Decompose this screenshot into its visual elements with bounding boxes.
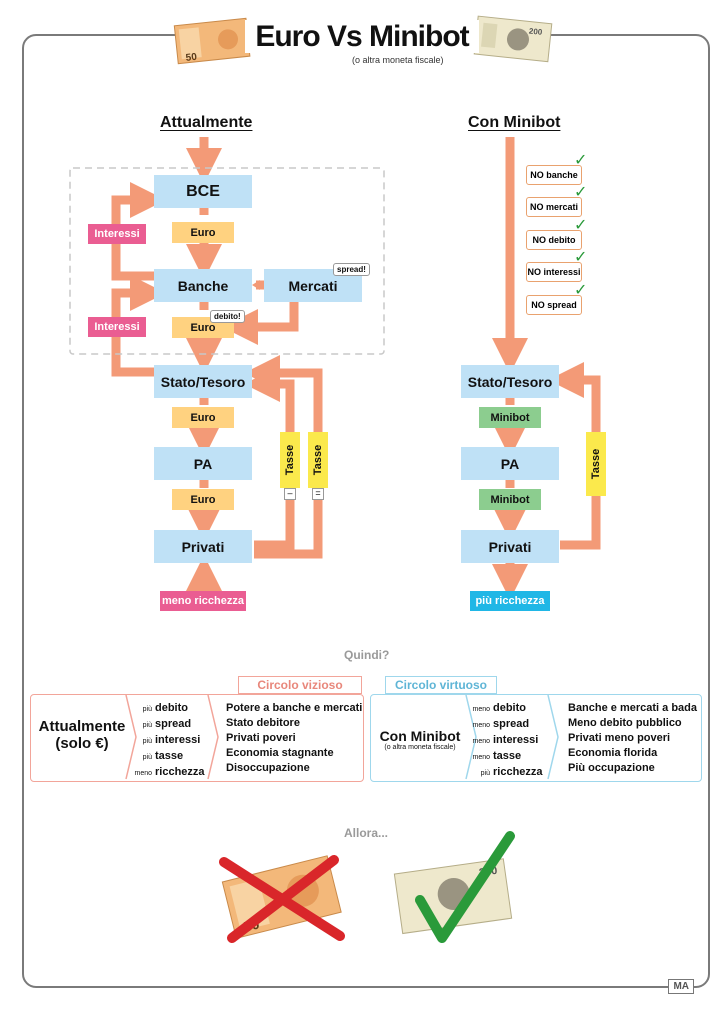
node-minibot-2: Minibot: [479, 489, 541, 510]
node-euro-1: Euro: [172, 222, 234, 243]
crossed-euro-icon: 50: [219, 855, 345, 943]
virtuous-circle-banner: Circolo virtuoso: [385, 676, 497, 694]
piu-ricchezza-badge: più ricchezza: [470, 591, 550, 611]
node-minibot-1: Minibot: [479, 407, 541, 428]
no-debito: NO debito: [526, 230, 582, 250]
tasse-bar-2: Tasse: [308, 432, 328, 488]
list-item: Potere a banche e mercati: [226, 702, 363, 714]
node-banche: Banche: [154, 269, 252, 302]
virtuous-circle-panel: [370, 694, 702, 782]
meno-ricchezza-badge: meno ricchezza: [160, 591, 246, 611]
no-banche: NO banche: [526, 165, 582, 185]
virtuous-results: Banche e mercati a bada Meno debito pubb…: [568, 701, 697, 776]
list-item: Economia florida: [568, 747, 658, 759]
vicious-circle-banner: Circolo vizioso: [238, 676, 362, 694]
interessi-badge-2: Interessi: [88, 317, 146, 337]
checkmark-icon: ✓: [574, 282, 588, 299]
node-bce: BCE: [154, 175, 252, 208]
vicious-circle-panel: [30, 694, 364, 782]
list-item: Privati meno poveri: [568, 732, 671, 744]
right-node-privati: Privati: [461, 530, 559, 563]
no-interessi: NO interessi: [526, 262, 582, 282]
checked-minibot-icon: 200: [393, 831, 515, 943]
allora-label: Allora...: [344, 826, 389, 840]
no-mercati: NO mercati: [526, 197, 582, 217]
virtuous-label: Con Minibot (o altra moneta fiscale): [379, 728, 461, 751]
interessi-badge-1: Interessi: [88, 224, 146, 244]
minibot-note-value: 200: [528, 27, 543, 37]
node-euro-4: Euro: [172, 489, 234, 510]
minus-sign: –: [284, 488, 296, 500]
debito-tag: debito!: [210, 310, 245, 323]
page-subtitle: (o altra moneta fiscale): [352, 55, 444, 65]
node-pa: PA: [154, 447, 252, 480]
list-item: Economia stagnante: [226, 747, 334, 759]
author-logo: MA: [668, 979, 694, 994]
list-item: Banche e mercati a bada: [568, 702, 698, 714]
right-tasse-bar: Tasse: [586, 432, 606, 496]
right-column-header: Con Minibot: [468, 114, 561, 131]
right-node-pa: PA: [461, 447, 559, 480]
right-node-stato-tesoro: Stato/Tesoro: [461, 365, 559, 398]
page-title: Euro Vs Minibot: [0, 20, 724, 54]
vicious-label: Attualmente (solo €): [38, 718, 126, 752]
list-item: Disoccupazione: [226, 762, 310, 774]
list-item: Privati poveri: [226, 732, 296, 744]
node-euro-3: Euro: [172, 407, 234, 428]
euro-note-value: 50: [185, 52, 198, 64]
list-item: Stato debitore: [226, 717, 300, 729]
node-stato-tesoro: Stato/Tesoro: [154, 365, 252, 398]
checkmark-icon: ✓: [574, 184, 588, 201]
equals-sign: =: [312, 488, 324, 500]
checkmark-icon: ✓: [574, 249, 588, 266]
list-item: Meno debito pubblico: [568, 717, 682, 729]
spread-tag: spread!: [333, 263, 370, 276]
node-privati: Privati: [154, 530, 252, 563]
no-spread: NO spread: [526, 295, 582, 315]
quindi-label: Quindi?: [344, 648, 390, 662]
left-column-header: Attualmente: [160, 114, 253, 131]
list-item: Più occupazione: [568, 762, 655, 774]
checkmark-icon: ✓: [574, 152, 588, 169]
euro-banknote-icon: 50: [173, 17, 251, 65]
checkmark-icon: ✓: [574, 217, 588, 234]
vicious-results: Potere a banche e mercati Stato debitore…: [226, 701, 362, 776]
tasse-bar-1: Tasse: [280, 432, 300, 488]
